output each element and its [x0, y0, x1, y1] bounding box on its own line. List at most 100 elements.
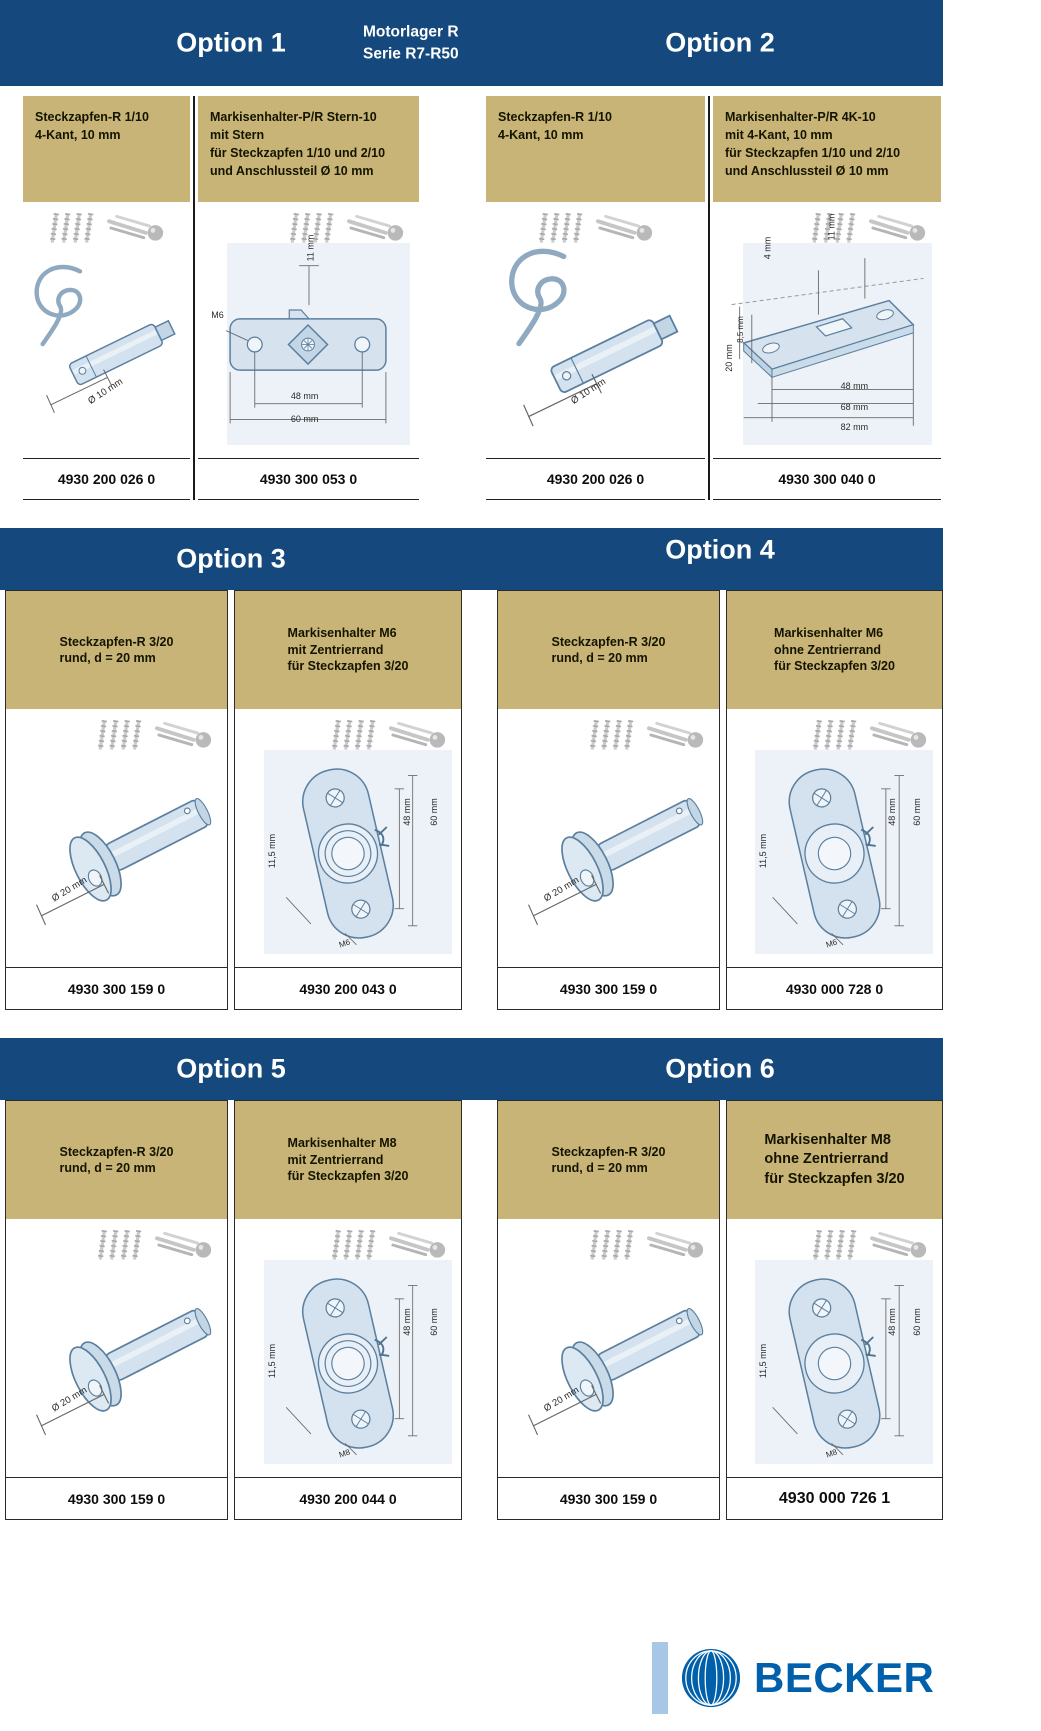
series-title-line2: Serie R7-R50 [363, 45, 459, 62]
product-label-text: Steckzapfen-R 3/20 rund, d = 20 mm [59, 634, 174, 666]
product-label: Steckzapfen-R 3/20 rund, d = 20 mm [498, 1101, 719, 1219]
brand-wordmark: BECKER [754, 1654, 935, 1701]
product-cell-steckzapfen-1-10: Steckzapfen-R 1/10 4-Kant, 10 mm Ø 10 mm… [486, 96, 705, 500]
dimension-label: 48 mm [401, 1308, 412, 1336]
product-label-text: Markisenhalter M6 ohne Zentrierrand für … [774, 626, 895, 674]
dimension-label: 60 mm [429, 798, 440, 826]
product-label-text: Steckzapfen-R 1/10 4-Kant, 10 mm [498, 110, 612, 142]
option-4-panel: Steckzapfen-R 3/20 rund, d = 20 mm Ø 20 … [497, 590, 943, 1010]
product-cell-markisenhalter-m6-mit: Markisenhalter M6 mit Zentrierrand für S… [234, 590, 462, 1010]
dimension-label: 48 mm [840, 381, 869, 392]
steckzapfen-drawing [23, 240, 190, 452]
product-cell-markisenhalter-4k: Markisenhalter-P/R 4K-10 mit 4-Kant, 10 … [713, 96, 941, 500]
part-number: 4930 300 159 0 [559, 980, 658, 997]
product-label: Markisenhalter M6 ohne Zentrierrand für … [727, 591, 942, 709]
column-divider [708, 96, 710, 500]
dimension-label: 11,5 mm [758, 1343, 769, 1378]
mounting-hardware-icons [810, 1225, 930, 1265]
part-number-row: 4930 200 043 0 [235, 967, 461, 1009]
option-4-title: Option 4 [665, 534, 775, 565]
part-number: 4930 200 026 0 [57, 471, 156, 487]
technical-drawing-pin: Ø 20 mm [6, 1219, 227, 1477]
part-number-row: 4930 000 726 1 [727, 1477, 942, 1519]
option-6-panel: Steckzapfen-R 3/20 rund, d = 20 mm Ø 20 … [497, 1100, 943, 1520]
product-cell-markisenhalter-stern: Markisenhalter-P/R Stern-10 mit Stern fü… [198, 96, 419, 500]
technical-drawing-pin: Ø 10 mm [486, 202, 705, 458]
product-label: Steckzapfen-R 1/10 4-Kant, 10 mm [23, 96, 190, 202]
screwdriver-icon [347, 214, 406, 243]
dimension-label: 11 mm [826, 214, 837, 241]
screws-icon [810, 717, 860, 753]
brand-footer: BECKER [652, 1642, 934, 1714]
series-title: Motorlager R Serie R7-R50 [363, 21, 459, 64]
product-label-text: Steckzapfen-R 3/20 rund, d = 20 mm [551, 634, 666, 666]
part-number: 4930 300 053 0 [259, 471, 358, 487]
screwdriver-icon [389, 721, 448, 750]
part-number-row: 4930 200 026 0 [23, 458, 190, 500]
steckzapfen-drawing [35, 1287, 224, 1436]
section-bar-options-3-4: Option 3 Option 4 [0, 528, 943, 590]
technical-drawing-bracket: 11 mm 4 mm 8,5 mm 20 mm 48 mm 68 mm 82 m… [713, 202, 941, 458]
product-label: Markisenhalter M6 mit Zentrierrand für S… [235, 591, 461, 709]
part-number-row: 4930 200 026 0 [486, 458, 705, 500]
part-number: 4930 300 040 0 [778, 471, 876, 487]
part-number-row: 4930 300 159 0 [498, 967, 719, 1009]
part-number: 4930 200 044 0 [299, 1490, 397, 1507]
logo-accent-bar [652, 1642, 668, 1714]
steckzapfen-drawing [486, 240, 705, 452]
part-number: 4930 200 026 0 [546, 471, 645, 487]
product-label: Steckzapfen-R 3/20 rund, d = 20 mm [498, 591, 719, 709]
product-label: Steckzapfen-R 3/20 rund, d = 20 mm [6, 591, 227, 709]
part-number: 4930 300 159 0 [67, 1490, 166, 1507]
technical-drawing-pin: Ø 20 mm [498, 709, 719, 967]
product-label-text: Markisenhalter M6 mit Zentrierrand für S… [287, 626, 409, 674]
option-2-title: Option 2 [665, 27, 775, 58]
mounting-hardware-icons [329, 715, 449, 755]
dimension-label: 60 mm [912, 1308, 923, 1336]
product-label-text: Steckzapfen-R 1/10 4-Kant, 10 mm [35, 110, 149, 142]
mounting-hardware-icons [810, 715, 930, 755]
option-1-title: Option 1 [176, 27, 286, 58]
dimension-label: 48 mm [886, 1308, 897, 1336]
technical-drawing-bracket: 48 mm 60 mm 11,5 mm M6 [727, 709, 942, 967]
dimension-label: 8,5 mm [735, 316, 745, 343]
part-number: 4930 000 728 0 [785, 980, 884, 997]
option-3-panel: Steckzapfen-R 3/20 rund, d = 20 mm Ø 20 … [5, 590, 462, 1010]
steckzapfen-drawing [527, 777, 716, 926]
product-label-text: Markisenhalter M8 ohne Zentrierrand für … [764, 1132, 905, 1187]
screwdriver-icon [870, 721, 929, 750]
part-number-row: 4930 300 159 0 [498, 1477, 719, 1519]
dimension-label: 20 mm [724, 344, 735, 372]
dimension-label: 60 mm [912, 798, 923, 826]
product-label-text: Markisenhalter-P/R 4K-10 mit 4-Kant, 10 … [725, 110, 901, 178]
technical-drawing-pin: Ø 10 mm [23, 202, 190, 458]
product-label: Steckzapfen-R 3/20 rund, d = 20 mm [6, 1101, 227, 1219]
dimension-label: M6 [211, 309, 224, 320]
option-1-panel: Steckzapfen-R 1/10 4-Kant, 10 mm Ø 10 mm… [23, 96, 419, 500]
section-bar-options-5-6: Option 5 Option 6 [0, 1038, 943, 1100]
dimension-label: 11,5 mm [267, 833, 278, 868]
dimension-label: 60 mm [429, 1308, 440, 1336]
dimension-label: 68 mm [840, 401, 869, 412]
part-number: 4930 300 159 0 [67, 980, 166, 997]
part-number-row: 4930 300 159 0 [6, 967, 227, 1009]
part-number: 4930 000 726 1 [778, 1489, 891, 1507]
product-cell-markisenhalter-m8-ohne: Markisenhalter M8 ohne Zentrierrand für … [726, 1100, 943, 1520]
steckzapfen-drawing [35, 777, 224, 926]
screws-icon [329, 1227, 379, 1263]
screwdriver-icon [869, 214, 928, 243]
option-2-panel: Steckzapfen-R 1/10 4-Kant, 10 mm Ø 10 mm… [486, 96, 941, 500]
dimension-label: 48 mm [886, 798, 897, 826]
dimension-label: 11,5 mm [267, 1343, 278, 1378]
part-number: 4930 300 159 0 [559, 1490, 658, 1507]
product-cell-markisenhalter-m6-ohne: Markisenhalter M6 ohne Zentrierrand für … [726, 590, 943, 1010]
part-number-row: 4930 200 044 0 [235, 1477, 461, 1519]
option-3-title: Option 3 [176, 543, 286, 574]
dimension-label: 4 mm [762, 236, 773, 260]
column-divider [193, 96, 195, 500]
product-label-text: Markisenhalter-P/R Stern-10 mit Stern fü… [210, 110, 386, 178]
product-label: Markisenhalter M8 mit Zentrierrand für S… [235, 1101, 461, 1219]
product-cell-steckzapfen-1-10: Steckzapfen-R 1/10 4-Kant, 10 mm Ø 10 mm… [23, 96, 190, 500]
product-label: Markisenhalter M8 ohne Zentrierrand für … [727, 1101, 942, 1219]
